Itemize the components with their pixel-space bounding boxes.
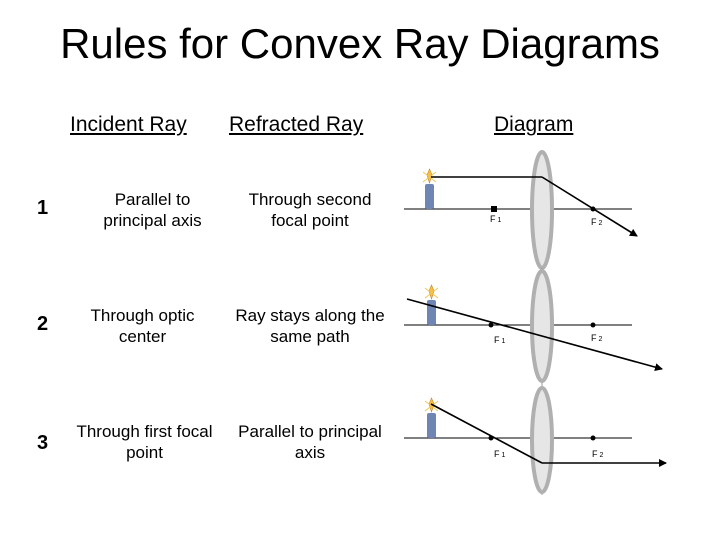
header-incident-ray: Incident Ray bbox=[70, 113, 187, 136]
flame-icon-1 bbox=[426, 168, 433, 185]
row-3-incident-line-2: point bbox=[126, 443, 163, 462]
row-1-refracted-line-2: focal point bbox=[271, 211, 349, 230]
row-2-incident-line-2: center bbox=[118, 327, 167, 346]
candle-body-1 bbox=[425, 184, 434, 209]
row-1-incident-line-2: principal axis bbox=[103, 211, 202, 230]
focal-point-f1-3 bbox=[488, 435, 494, 441]
row-1-incident: Parallel to principal axis bbox=[70, 189, 235, 231]
candle-body-2 bbox=[427, 300, 436, 325]
incident-ray-3 bbox=[430, 403, 543, 464]
candle-object-3 bbox=[424, 397, 439, 438]
row-1-incident-line-1: Parallel to bbox=[114, 190, 191, 209]
focal-point-f2-2 bbox=[590, 322, 596, 328]
convex-lens-1 bbox=[530, 150, 554, 270]
focal-point-f2-3 bbox=[590, 435, 596, 441]
convex-lens-3 bbox=[530, 386, 554, 494]
row-3-refracted-line-2: axis bbox=[294, 443, 326, 462]
focal-point-f1-1 bbox=[491, 206, 497, 212]
flame-glow-3b bbox=[424, 400, 439, 412]
ray-through-optic-center bbox=[406, 298, 663, 372]
focal-point-f2-1 bbox=[590, 206, 596, 212]
flame-icon-2 bbox=[428, 284, 435, 301]
row-3-refracted-line-1: Parallel to principal bbox=[238, 422, 382, 441]
row-2-incident-line-1: Through optic bbox=[90, 306, 195, 325]
row-3-number: 3 bbox=[37, 432, 49, 454]
row-3-incident-line-1: Through first focal bbox=[76, 422, 213, 441]
row-3-incident: Through first focal point bbox=[62, 421, 227, 463]
focal-point-f1-2 bbox=[488, 322, 494, 328]
row-2-refracted-line-2: same path bbox=[270, 327, 350, 346]
convex-lens-2 bbox=[530, 269, 554, 383]
header-diagram: Diagram bbox=[494, 113, 574, 136]
flame-glow-2b bbox=[424, 287, 439, 299]
flame-glow-1b bbox=[422, 171, 437, 183]
row-3-refracted: Parallel to principal axis bbox=[224, 421, 396, 463]
candle-body-3 bbox=[427, 413, 436, 438]
row-1-number: 1 bbox=[37, 197, 49, 219]
header-refracted-ray: Refracted Ray bbox=[229, 113, 364, 136]
row-2-number: 2 bbox=[37, 313, 49, 335]
page-title: Rules for Convex Ray Diagrams bbox=[60, 20, 660, 67]
row-1-refracted: Through second focal point bbox=[225, 189, 395, 231]
refracted-ray-1 bbox=[541, 176, 638, 237]
candle-object-1 bbox=[422, 168, 437, 209]
row-2-incident: Through optic center bbox=[60, 305, 225, 347]
row-2-refracted-line-1: Ray stays along the bbox=[235, 306, 385, 325]
row-2-refracted: Ray stays along the same path bbox=[224, 305, 396, 347]
row-1-refracted-line-1: Through second bbox=[248, 190, 372, 209]
